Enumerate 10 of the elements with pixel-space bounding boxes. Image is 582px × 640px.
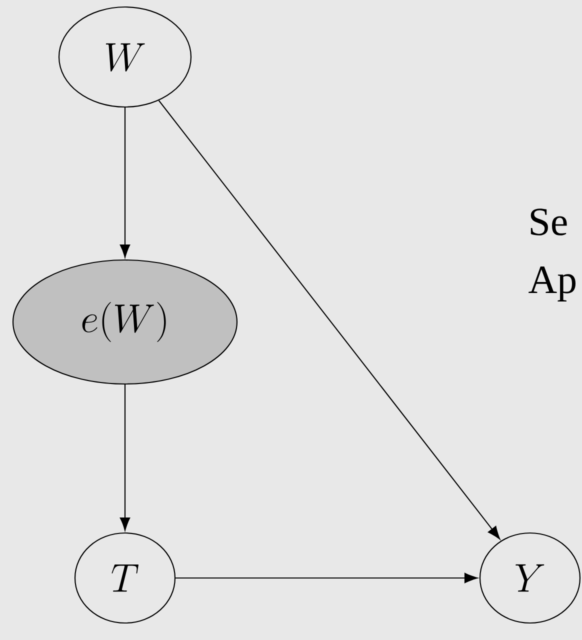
ellipse-node: $W$ <box>58 6 192 108</box>
arrow <box>176 572 478 584</box>
ellipse-node: $e(W)$ <box>12 259 238 385</box>
ellipse-node: $Y$ <box>479 532 581 624</box>
arrow <box>158 100 500 540</box>
ellipse-node: $T$ <box>74 532 176 624</box>
text-label: Ap <box>528 266 576 302</box>
arrow <box>120 384 130 531</box>
arrow <box>120 108 130 258</box>
text-label: Se <box>530 208 567 236</box>
